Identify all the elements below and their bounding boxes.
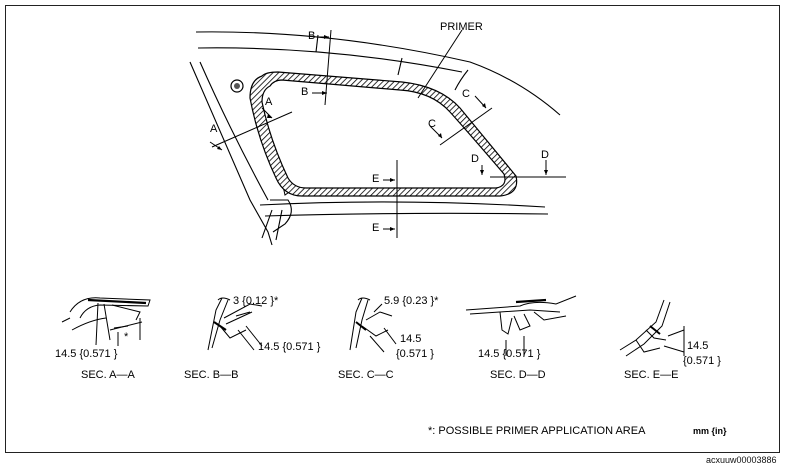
sec-d-dimension: 14.5 {0.571 } [478,348,541,360]
cut-label-e-bottom: E [372,222,380,234]
sec-e-dimension-mm: 14.5 [687,340,709,352]
section-e-sketch [619,299,685,357]
sec-b-dimension-primer: 3 {0.12 }* [233,295,279,307]
cut-label-a-inner: A [265,96,273,108]
cut-label-c-bottom: C [428,118,436,130]
cut-arrowheads [217,35,548,231]
cut-label-e-top: E [372,173,380,185]
section-b-sketch [207,297,263,351]
cut-label-d-left: D [471,153,479,165]
cut-label-d-right: D [541,149,549,161]
cut-label-c-top: C [462,88,470,100]
sec-a-dimension: 14.5 {0.571 } [55,348,118,360]
cut-label-b-top: B [308,30,316,42]
primer-band [249,71,518,197]
units-label: mm {in} [693,426,727,436]
sec-c-dimension-mm: 14.5 [400,333,422,345]
sec-c-caption: SEC. C—C [338,369,394,381]
sec-c-dimension-primer: 5.9 {0.23 }* [384,295,439,307]
sec-b-caption: SEC. B—B [184,369,239,381]
section-d-sketch [465,295,577,356]
sec-a-asterisk: * [124,331,129,343]
sec-e-caption: SEC. E—E [624,369,679,381]
image-code: acxuuw00003886 [706,455,777,465]
footnote: *: POSSIBLE PRIMER APPLICATION AREA [428,425,646,437]
car-body-outline [189,31,561,246]
cut-label-b-bottom: B [301,86,309,98]
primer-label: PRIMER [440,21,483,33]
sec-c-dimension-in: {0.571 } [396,348,434,360]
mount-circle [230,79,244,93]
sec-e-dimension-in: {0.571 } [683,355,721,367]
section-a-sketch [61,297,151,346]
figure-frame [5,5,780,453]
sec-d-caption: SEC. D—D [490,369,546,381]
sec-a-caption: SEC. A—A [81,369,135,381]
section-c-sketch [349,297,397,353]
sec-b-dimension: 14.5 {0.571 } [258,341,321,353]
cut-label-a-outer: A [210,123,218,135]
